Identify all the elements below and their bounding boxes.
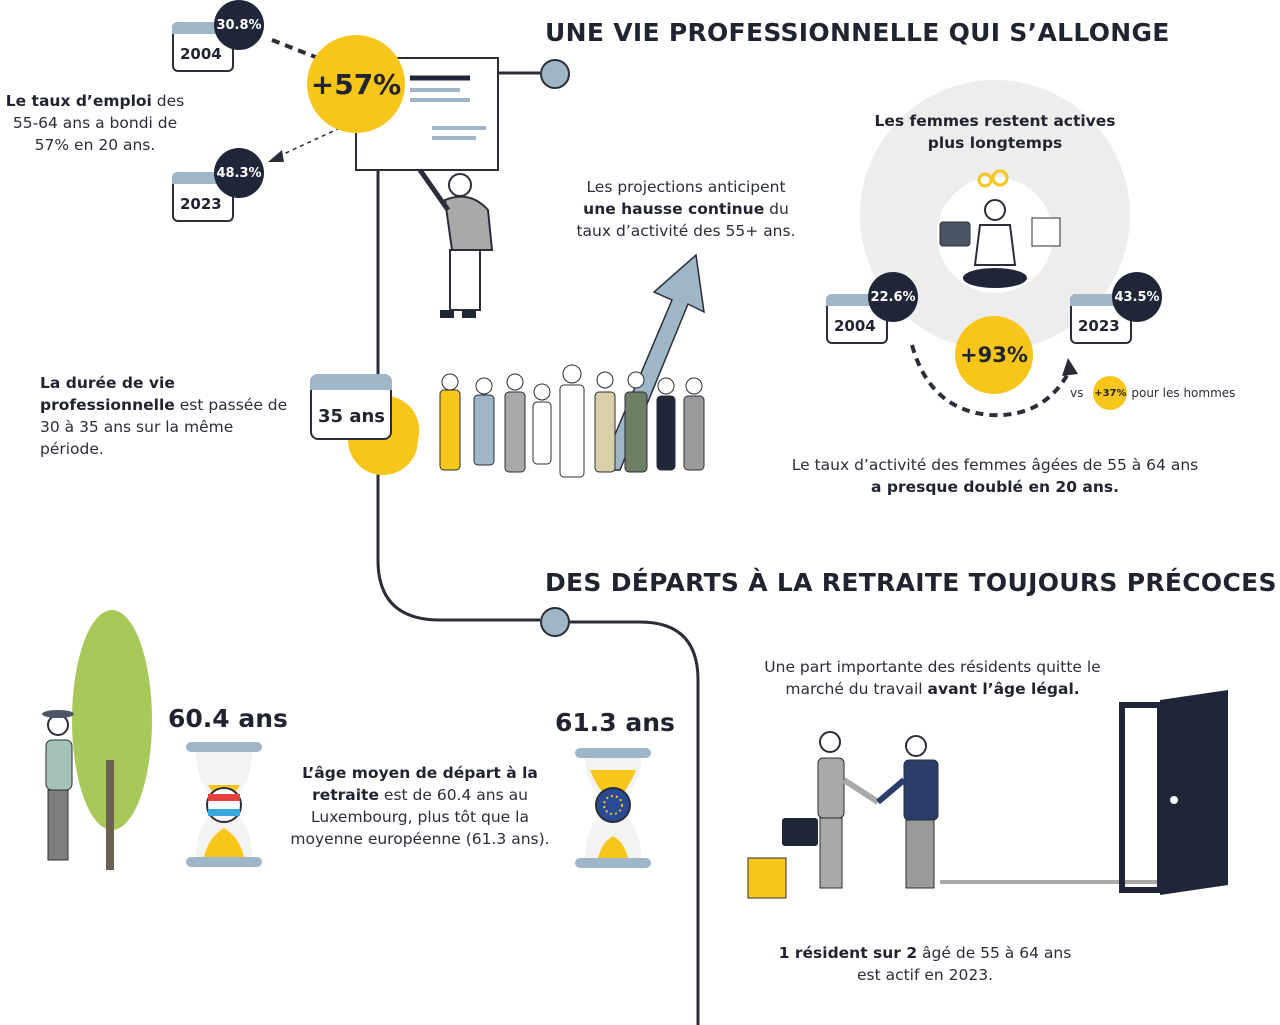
calendar-year: 2023 <box>180 195 222 213</box>
timeline-node-2 <box>540 607 570 637</box>
presenter-illustration <box>417 168 494 318</box>
calendar-year: 2023 <box>1078 317 1120 335</box>
eu-age: 61.3 ans <box>555 708 675 737</box>
badge-48-3: 48.3% <box>214 148 264 198</box>
women-text: Le taux d’activité des femmes âgées de 5… <box>791 456 1199 496</box>
lux-age: 60.4 ans <box>168 704 288 733</box>
women-title: Les femmes restent actives plus longtemp… <box>874 112 1116 152</box>
calendar-year: 2004 <box>834 317 876 335</box>
resident-text: 1 résident sur 2 âgé de 55 à 64 ans est … <box>778 944 1072 984</box>
timeline-node-1 <box>540 59 570 89</box>
timeline-line-lower <box>568 620 700 1025</box>
projection-text: Les projections anticipent une hausse co… <box>576 178 796 240</box>
timeline-line <box>376 170 540 622</box>
badge-22-6: 22.6% <box>868 272 918 322</box>
growth-93-circle: +93% <box>955 316 1033 394</box>
hourglass-lux <box>186 742 262 867</box>
retirement-age-text: L’âge moyen de départ à la retraite est … <box>290 764 550 848</box>
meditating-woman-illustration <box>939 169 1061 288</box>
hourglass-eu <box>575 748 651 868</box>
men-growth-badge: +37% <box>1093 376 1128 410</box>
section1-title: UNE VIE PROFESSIONNELLE QUI S’ALLONGE <box>545 18 1170 47</box>
calendar-35-ans: 35 ans <box>310 370 392 440</box>
career-text: La durée de vie professionnelle est pass… <box>40 374 288 458</box>
handshake-illustration <box>747 731 939 899</box>
badge-43-5: 43.5% <box>1112 272 1162 322</box>
section2-title: DES DÉPARTS À LA RETRAITE TOUJOURS PRÉCO… <box>545 568 1277 597</box>
employment-text: Le taux d’emploi des 55-64 ans a bondi d… <box>5 92 185 154</box>
men-comparison: vs +37% pour les hommes <box>1070 376 1235 410</box>
gardener-illustration <box>42 610 152 870</box>
legal-age-text: Une part importante des résidents quitte… <box>764 658 1101 698</box>
workers-illustration <box>439 364 705 478</box>
badge-30-8: 30.8% <box>214 0 264 50</box>
calendar-year: 2004 <box>180 45 222 63</box>
growth-57-circle: +57% <box>307 35 405 133</box>
career-length-label: 35 ans <box>318 406 385 427</box>
door-illustration <box>1119 690 1228 895</box>
